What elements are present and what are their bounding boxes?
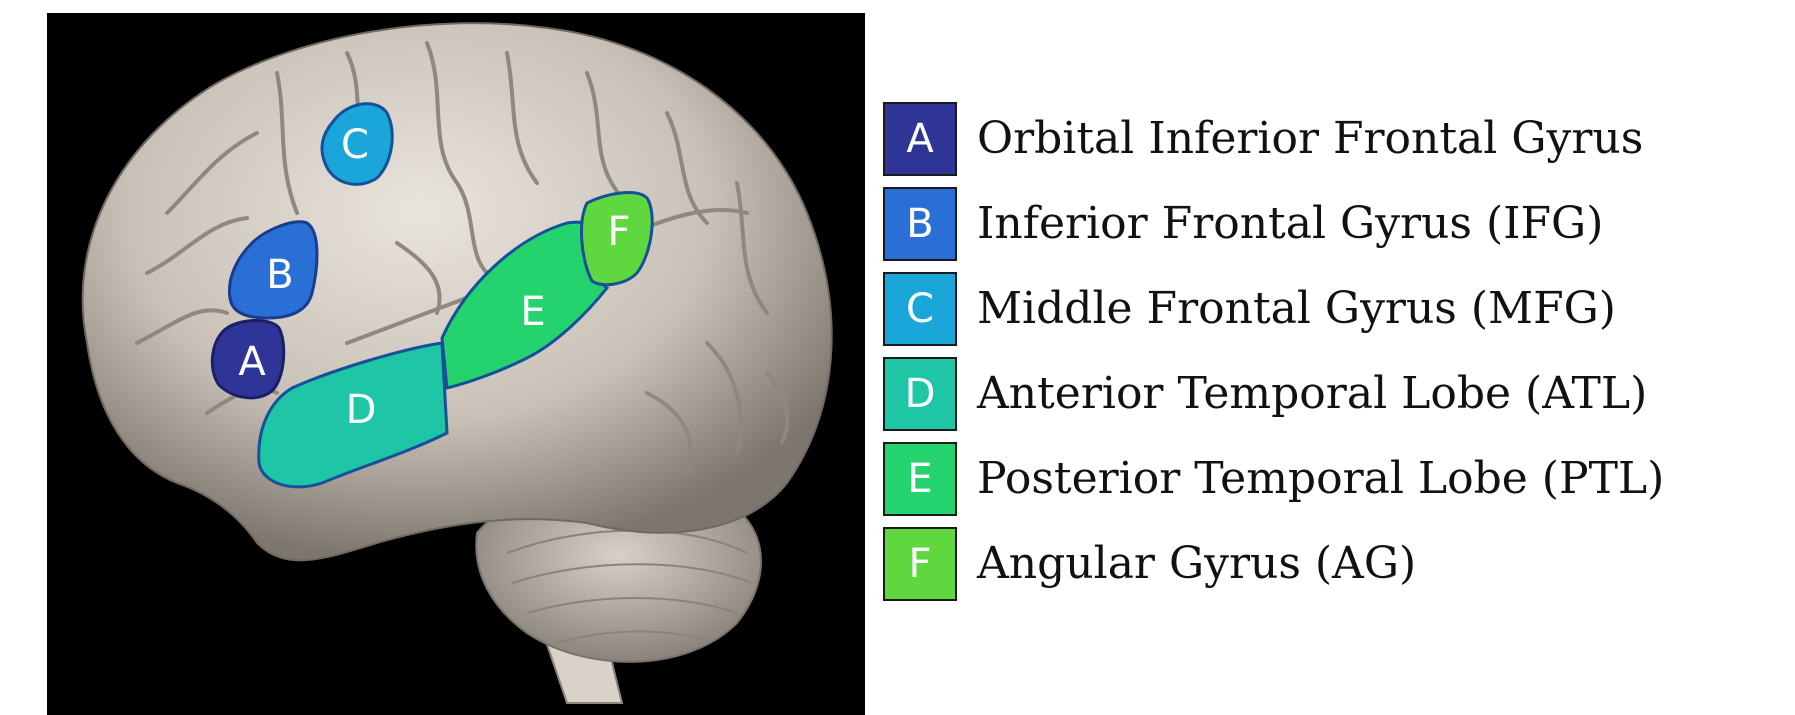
legend-letter: F: [908, 541, 931, 587]
legend-swatch-e: E: [883, 442, 957, 516]
legend-label: Orbital Inferior Frontal Gyrus: [977, 113, 1643, 164]
region-d-letter: D: [346, 387, 377, 433]
legend-swatch-f: F: [883, 527, 957, 601]
legend-letter: A: [906, 116, 933, 162]
legend-label: Posterior Temporal Lobe (PTL): [977, 453, 1664, 504]
legend-letter: E: [907, 456, 932, 502]
region-a-letter: A: [238, 339, 266, 385]
legend-letter: D: [905, 371, 936, 417]
brain-image-panel: C B A D E F: [47, 13, 865, 715]
brain-rendering: C B A D E F: [47, 13, 865, 715]
legend-label: Anterior Temporal Lobe (ATL): [977, 368, 1647, 419]
legend-item-d: D Anterior Temporal Lobe (ATL): [883, 351, 1664, 436]
cerebrum: [83, 23, 832, 560]
legend-letter: B: [906, 201, 933, 247]
legend-item-c: C Middle Frontal Gyrus (MFG): [883, 266, 1664, 351]
legend-item-b: B Inferior Frontal Gyrus (IFG): [883, 181, 1664, 266]
legend-swatch-c: C: [883, 272, 957, 346]
legend-swatch-d: D: [883, 357, 957, 431]
legend: A Orbital Inferior Frontal Gyrus B Infer…: [883, 96, 1664, 606]
legend-label: Inferior Frontal Gyrus (IFG): [977, 198, 1603, 249]
legend-label: Angular Gyrus (AG): [977, 538, 1416, 589]
legend-label: Middle Frontal Gyrus (MFG): [977, 283, 1616, 334]
region-f-letter: F: [607, 209, 630, 255]
region-b-letter: B: [266, 252, 293, 298]
legend-item-e: E Posterior Temporal Lobe (PTL): [883, 436, 1664, 521]
region-e-letter: E: [520, 289, 545, 335]
legend-swatch-b: B: [883, 187, 957, 261]
legend-letter: C: [906, 286, 934, 332]
legend-item-f: F Angular Gyrus (AG): [883, 521, 1664, 606]
region-c-letter: C: [341, 122, 369, 168]
legend-swatch-a: A: [883, 102, 957, 176]
legend-item-a: A Orbital Inferior Frontal Gyrus: [883, 96, 1664, 181]
